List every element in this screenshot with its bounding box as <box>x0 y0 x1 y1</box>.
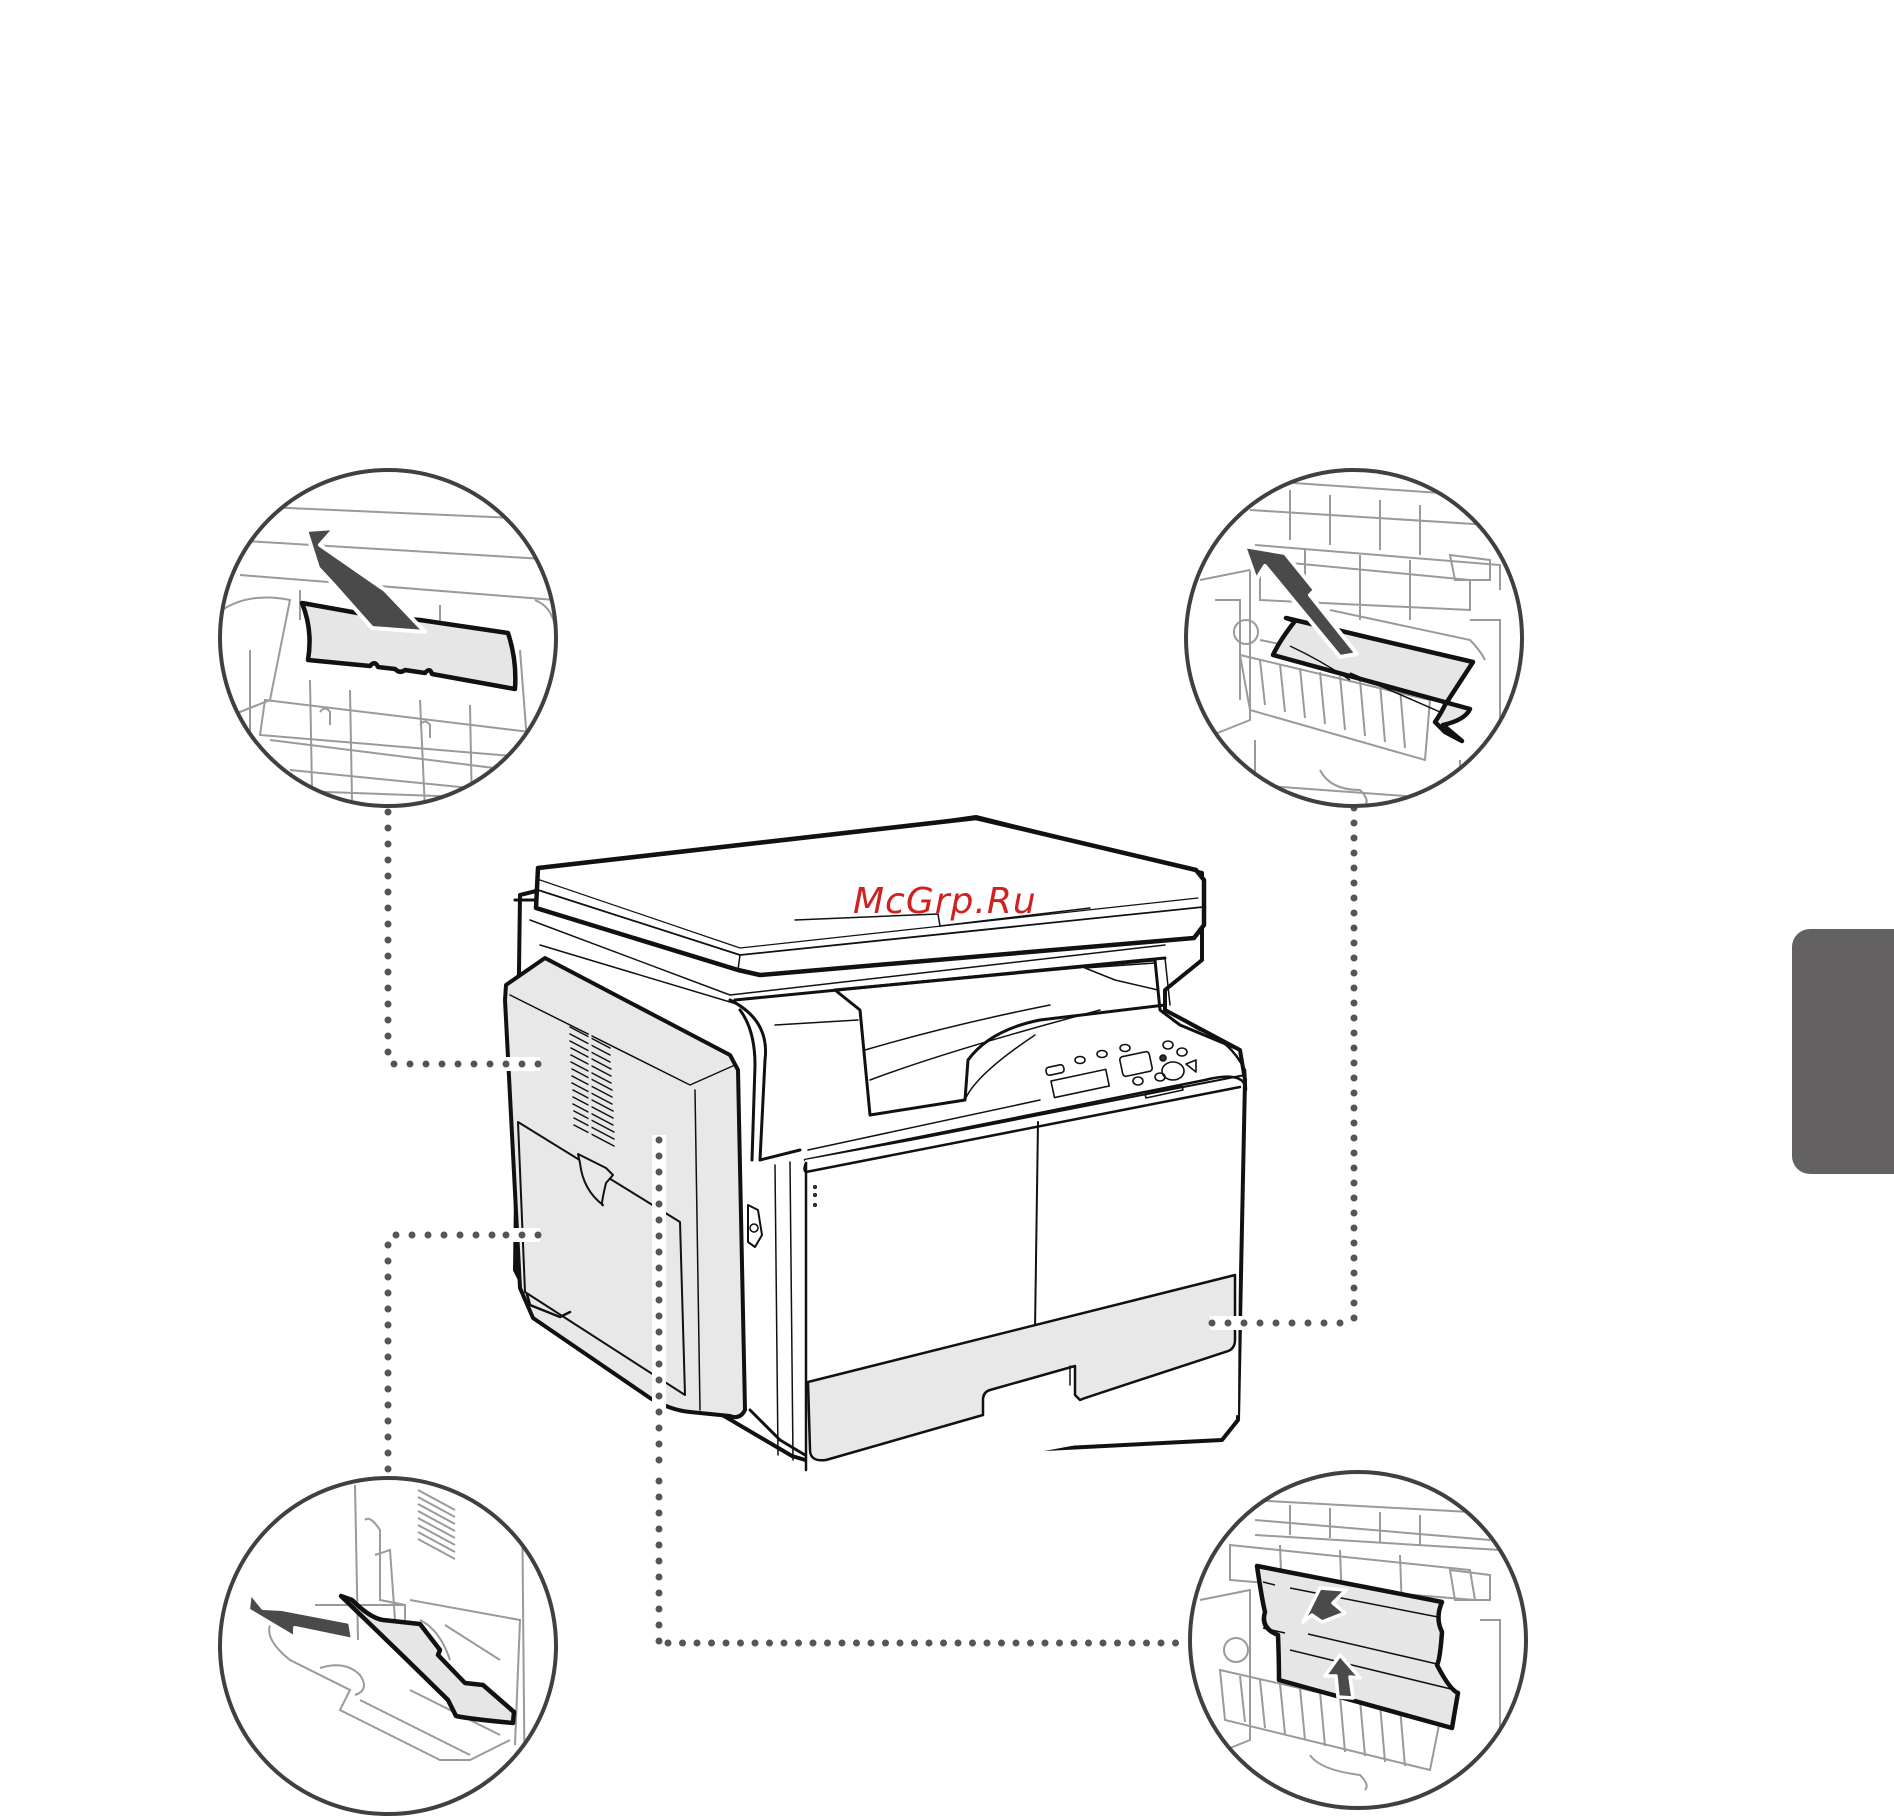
chapter-side-tab <box>1792 929 1894 1174</box>
arrow-left-icon <box>246 1590 355 1642</box>
jammed-paper <box>338 1593 517 1726</box>
printer-illustration <box>503 815 1248 1495</box>
vent-grille <box>569 1026 615 1152</box>
callout-top-right <box>1184 468 1524 808</box>
callout-bottom-left <box>218 1476 558 1816</box>
control-panel <box>803 1008 1248 1162</box>
jammed-paper <box>1254 1563 1461 1731</box>
callout-top-left <box>218 468 558 808</box>
leader-overlay <box>500 1057 1254 1474</box>
arrow-up-left-icon <box>304 526 427 634</box>
paper-drawer <box>806 1273 1237 1462</box>
watermark-text: McGrp.Ru <box>853 881 1037 922</box>
leader-lines <box>384 804 1358 1647</box>
leader-top-right <box>1206 804 1358 1327</box>
jammed-paper <box>299 600 518 692</box>
jammed-paper <box>1270 615 1476 744</box>
arrow-up-left-icon <box>1242 544 1359 659</box>
arrow-up-icon <box>1323 1653 1362 1700</box>
arrow-down-left-icon <box>1301 1586 1348 1624</box>
leader-bottom-left <box>384 1231 544 1476</box>
callout-bottom-right <box>1188 1470 1528 1810</box>
leader-top-left <box>384 808 544 1068</box>
